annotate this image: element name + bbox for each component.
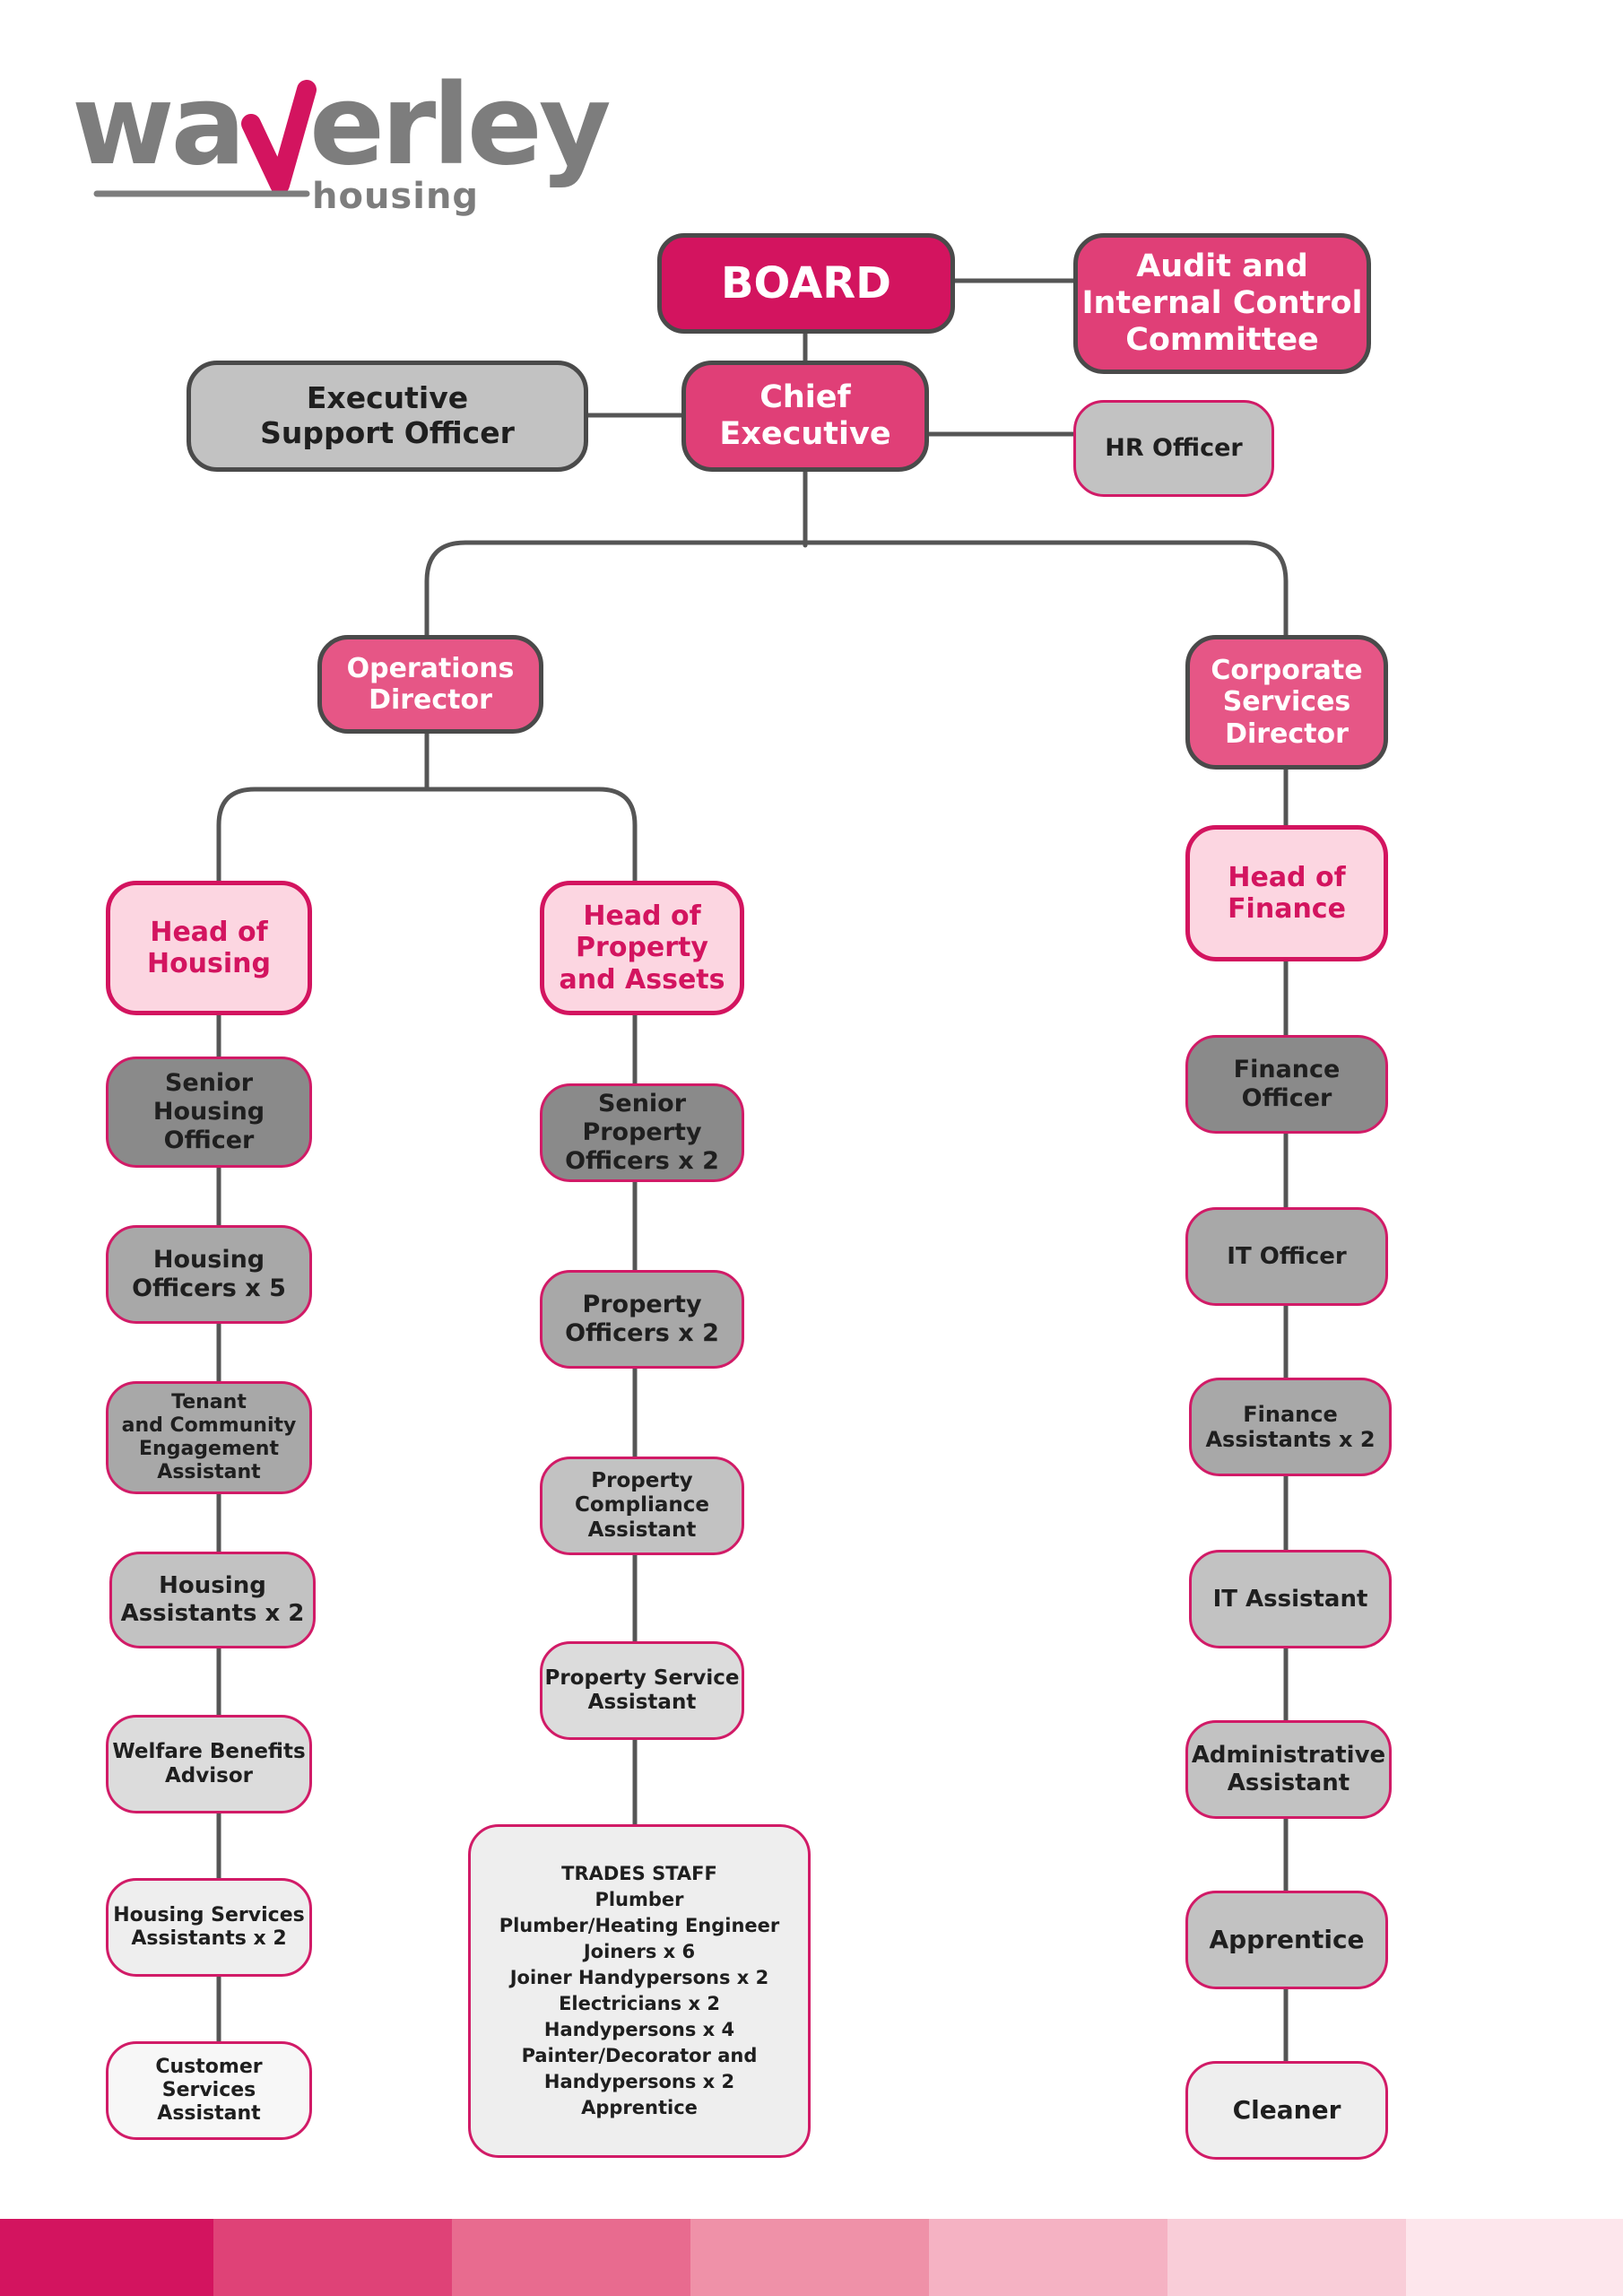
senior-housing-officer-box: Senior Housing Officer — [106, 1057, 312, 1168]
directors-bus — [424, 540, 1289, 638]
senior-property-officers-box: Senior Property Officers x 2 — [540, 1083, 744, 1182]
logo-word-left: wa — [72, 61, 246, 190]
head-of-finance-box: Head of Finance — [1185, 825, 1388, 961]
footer-stripe — [929, 2219, 1167, 2296]
tenant-engagement-assistant-box: Tenant and Community Engagement Assistan… — [106, 1381, 312, 1494]
cleaner-box: Cleaner — [1185, 2061, 1388, 2160]
head-of-housing-box: Head of Housing — [106, 881, 312, 1015]
it-assistant-box: IT Assistant — [1189, 1550, 1392, 1648]
logo-word-right: erley — [309, 61, 612, 190]
footer-stripe — [1167, 2219, 1406, 2296]
footer-stripe — [213, 2219, 452, 2296]
ops-bus — [216, 787, 638, 883]
finance-assistants-box: Finance Assistants x 2 — [1189, 1378, 1392, 1476]
footer-color-stripes — [0, 2219, 1623, 2296]
trades-staff-box: TRADES STAFF Plumber Plumber/Heating Eng… — [468, 1824, 811, 2158]
logo-subtitle: housing — [312, 176, 480, 217]
it-officer-box: IT Officer — [1185, 1207, 1388, 1306]
hr-officer-box: HR Officer — [1073, 400, 1274, 497]
footer-stripe — [1406, 2219, 1623, 2296]
board-box: BOARD — [657, 233, 955, 334]
property-compliance-assistant-box: Property Compliance Assistant — [540, 1457, 744, 1555]
welfare-benefits-advisor-box: Welfare Benefits Advisor — [106, 1715, 312, 1813]
footer-stripe — [452, 2219, 690, 2296]
corporate-services-director-box: Corporate Services Director — [1185, 635, 1388, 770]
customer-services-assistant-box: Customer Services Assistant — [106, 2041, 312, 2140]
footer-stripe — [0, 2219, 213, 2296]
logo-swoosh-icon — [93, 80, 317, 197]
apprentice-box: Apprentice — [1185, 1891, 1388, 1989]
administrative-assistant-box: Administrative Assistant — [1185, 1720, 1392, 1819]
waverley-housing-logo: wa erley housing — [72, 61, 612, 222]
housing-officers-box: Housing Officers x 5 — [106, 1225, 312, 1324]
audit-committee-box: Audit and Internal Control Committee — [1073, 233, 1371, 374]
housing-services-assistants-box: Housing Services Assistants x 2 — [106, 1878, 312, 1977]
chief-executive-box: Chief Executive — [681, 361, 929, 472]
finance-officer-box: Finance Officer — [1185, 1035, 1388, 1134]
head-of-property-box: Head of Property and Assets — [540, 881, 744, 1015]
executive-support-officer-box: Executive Support Officer — [187, 361, 588, 472]
property-service-assistant-box: Property Service Assistant — [540, 1641, 744, 1740]
footer-stripe — [690, 2219, 929, 2296]
housing-assistants-box: Housing Assistants x 2 — [109, 1552, 316, 1648]
operations-director-box: Operations Director — [317, 635, 543, 734]
property-officers-box: Property Officers x 2 — [540, 1270, 744, 1369]
